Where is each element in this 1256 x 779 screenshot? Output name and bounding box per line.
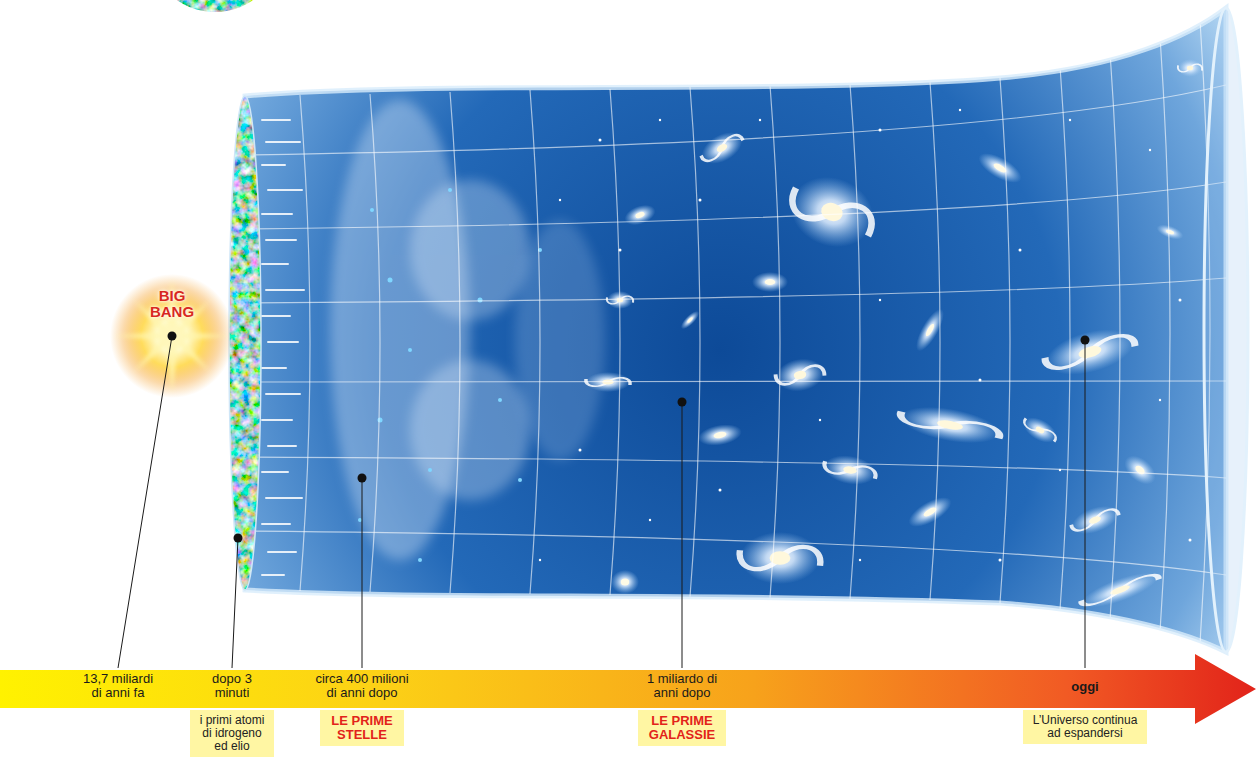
box-text: LE PRIME GALASSIE bbox=[644, 714, 720, 742]
time-slot: 1 miliardo di anni dopo bbox=[646, 672, 718, 700]
time-label: 1 miliardo di anni dopo bbox=[646, 672, 718, 700]
time-slot: dopo 3 minuti bbox=[207, 672, 257, 700]
time-label: oggi bbox=[1045, 672, 1125, 702]
event-box: L’Universo continua ad espandersi bbox=[1023, 710, 1147, 744]
marker-dots bbox=[168, 332, 1090, 543]
milestone-box: LE PRIME GALASSIE bbox=[638, 710, 726, 746]
time-slot: 13,7 miliardi di anni fa bbox=[79, 672, 157, 700]
cmb-globe bbox=[148, 0, 282, 12]
label-slot: BIG BANG bbox=[142, 288, 202, 320]
box-text: L’Universo continua ad espandersi bbox=[1029, 714, 1141, 740]
time-label: 13,7 miliardi di anni fa bbox=[79, 672, 157, 700]
cmb-rim bbox=[229, 96, 261, 590]
box-text: LE PRIME STELLE bbox=[326, 714, 398, 742]
time-label: circa 400 milioni di anni dopo bbox=[312, 672, 412, 700]
time-label: dopo 3 minuti bbox=[207, 672, 257, 700]
box-text: i primi atomi di idrogeno ed elio bbox=[196, 714, 268, 753]
leader-lines bbox=[118, 336, 1085, 668]
event-box: i primi atomi di idrogeno ed elio bbox=[190, 710, 274, 757]
universe-funnel bbox=[245, 8, 1248, 652]
big-bang-glow bbox=[110, 274, 234, 398]
cmb-face bbox=[229, 96, 261, 590]
milestone-box: LE PRIME STELLE bbox=[320, 710, 404, 746]
time-slot: oggi bbox=[1045, 672, 1125, 702]
big-bang-label: BIG BANG bbox=[142, 288, 202, 320]
time-slot: circa 400 milioni di anni dopo bbox=[312, 672, 412, 700]
